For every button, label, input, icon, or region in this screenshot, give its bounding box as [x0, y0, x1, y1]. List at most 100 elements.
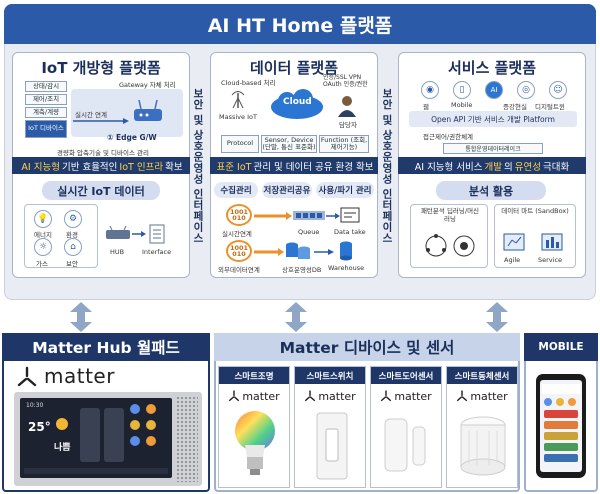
matter-logo-icon: [381, 390, 392, 402]
gas-label: 가스: [36, 260, 48, 268]
phone-list-item: [544, 410, 578, 418]
phone-list-item: [544, 421, 578, 429]
app-icon: [544, 398, 552, 406]
app-icon: [130, 420, 140, 430]
device-card-door: 스마트도어센서 matter: [370, 366, 442, 488]
device-card-motion: 스마트동체센서 matter: [446, 366, 518, 488]
arrow-right-icon: [73, 118, 129, 124]
matter-logo-icon: [229, 390, 240, 402]
ai-icon: AI: [485, 81, 503, 99]
database-icon: [286, 242, 310, 259]
matter-logo-icon: [457, 390, 468, 402]
phone-list-item: [544, 432, 578, 440]
digital-twin-icon: ☺: [549, 81, 567, 99]
arrow-right-icon: [132, 231, 146, 237]
datalake-box: 통합운영데이터레이크: [443, 143, 543, 154]
queue-label: Queue: [298, 228, 320, 236]
iot-subheader: 실시간 IoT 데이터: [42, 181, 160, 200]
energy-label: 에너지: [34, 231, 52, 239]
data-take-icon: [340, 207, 360, 223]
service-title: 서비스 플랫폼: [447, 59, 537, 77]
updown-arrow-icon: [486, 302, 508, 332]
matter-brand-text: matter: [470, 389, 508, 403]
cloud-label: Cloud: [283, 97, 312, 107]
app-icon: [556, 398, 564, 406]
app-icon: [568, 398, 576, 406]
pill-storage: 저장관리공유: [262, 182, 312, 198]
interop-db-label: 상호운영성DB: [282, 266, 322, 274]
matter-devices-title: Matter 디바이스 및 센서: [214, 333, 520, 361]
matter-brand-text: matter: [318, 389, 356, 403]
phone-header: [542, 384, 580, 394]
device-label: 스마트동체센서: [447, 367, 517, 384]
device-card-switch: 스마트스위치 matter: [294, 366, 366, 488]
data-mart-label: 데이터 마트 (SandBox): [501, 207, 569, 215]
security-label: 보안: [66, 260, 78, 268]
web-icon: ◉: [421, 81, 439, 99]
stack-item: 제어/조치: [25, 94, 67, 105]
phone-list-item: [544, 454, 578, 462]
matter-brand-text: matter: [394, 389, 432, 403]
matter-brand-text: matter: [242, 389, 280, 403]
protocol-box: Protocol: [221, 135, 259, 153]
ar-icon: ◎: [517, 81, 535, 99]
hub-label: HUB: [110, 248, 125, 256]
smart-switch-icon: [316, 412, 348, 480]
device-label: 스마트스위치: [295, 367, 365, 384]
iot-title: IoT 개방형 플랫폼: [41, 59, 161, 77]
iot-caption: 경량화 압축기술 및 디바이스 관리: [57, 149, 149, 157]
gas-icon: ☼: [34, 238, 52, 256]
energy-icon: 💡: [34, 210, 52, 228]
analysis-label: 패턴분석 딥러닝/머신러닝: [420, 207, 480, 223]
service-icon: [541, 233, 563, 251]
app-icon: [146, 404, 156, 414]
access-label: 접근제어/권한체계: [423, 133, 474, 141]
device-card-light: 스마트조명 matter: [218, 366, 290, 488]
service-subheader: 분석 활용: [436, 181, 546, 200]
updown-arrow-icon: [285, 302, 307, 332]
mobile-title: MOBILE: [524, 333, 598, 361]
cloud-icon: [271, 89, 323, 119]
mobile-icon: ▯: [453, 81, 471, 99]
device-label: 스마트조명: [219, 367, 289, 384]
document-icon: [149, 224, 165, 244]
updown-arrow-icon: [70, 302, 92, 332]
gateway-area: [71, 89, 183, 137]
matter-logo-icon: [305, 390, 316, 402]
matter-brand-text: matter: [44, 364, 115, 388]
web-label: 웹: [423, 103, 429, 111]
environment-label: 환경: [66, 231, 78, 239]
matter-logo: matter: [371, 387, 441, 405]
matter-logo: matter: [219, 387, 289, 405]
sun-icon: [56, 418, 68, 430]
matter-hub-title: Matter Hub 월패드: [2, 333, 210, 361]
screen-air: 나쁨: [54, 443, 71, 453]
matter-logo: matter: [295, 387, 365, 405]
arrow-right-icon: [326, 213, 340, 219]
device-label: 스마트도어센서: [371, 367, 441, 384]
hub-icon: [106, 226, 130, 239]
data-take-label: Data take: [334, 228, 366, 236]
security-interface-label-left: 보안 및 상호운영성 인터페이스: [192, 87, 204, 244]
ar-label: 증강현실: [503, 103, 527, 111]
door-sensor-icon: [384, 418, 426, 472]
cloud-based-label: Cloud-based 처리: [221, 79, 276, 87]
realtime-link-label: 실시간 연계: [75, 111, 107, 119]
warehouse-icon: [340, 241, 352, 261]
pill-collect: 수집관리: [214, 182, 258, 198]
auth-label: 인증/SSL VPN OAuth 인증/권한: [323, 74, 368, 88]
sensor-device-box: Sensor, Device (단말, 통신 표준화): [261, 135, 317, 153]
arrow-right-icon: [254, 212, 292, 220]
phone-list-item: [544, 443, 578, 451]
network-icon: [425, 234, 475, 257]
security-icon: ⌂: [64, 238, 82, 256]
stack-item: 계측/계량: [25, 107, 67, 118]
warehouse-label: Warehouse: [328, 264, 365, 272]
stack-item: 상태/감시: [25, 81, 67, 92]
gateway-label: Gateway 자체 처리: [119, 81, 176, 89]
iot-device-box: IoT 디바이스: [25, 120, 67, 138]
person-icon: [338, 96, 356, 117]
app-icon: [146, 420, 156, 430]
manager-label: 담당자: [339, 121, 357, 129]
